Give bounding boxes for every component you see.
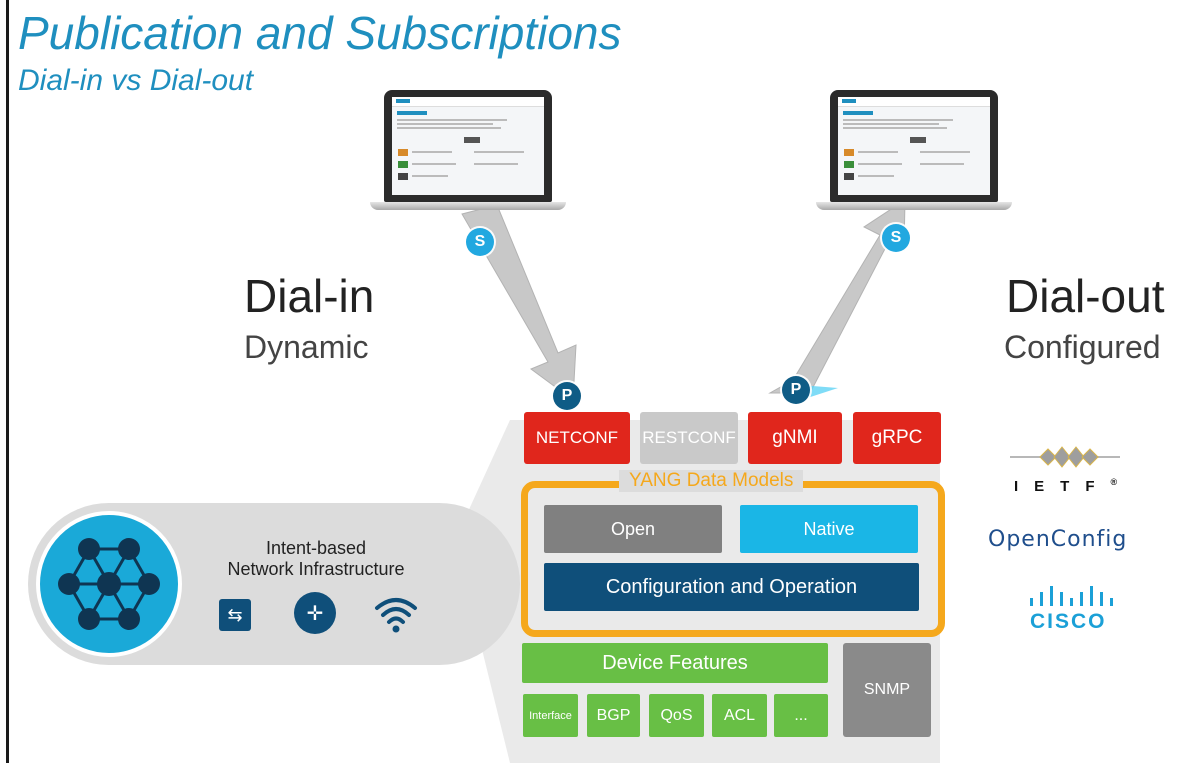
feature-more: ... [774,694,828,737]
infrastructure-line1: Intent-based [265,538,367,558]
protocol-grpc: gRPC [853,412,941,464]
openconfig-logo: OpenConfig [988,527,1128,552]
snmp-box: SNMP [843,643,931,737]
protocol-gnmi: gNMI [748,412,842,464]
ietf-name: IETF [1014,478,1111,495]
dial-in-laptop [370,90,566,220]
left-rule [6,0,9,763]
native-models-box: Native [740,505,918,553]
dial-out-title: Dial-out [1006,270,1165,322]
dial-out-laptop [816,90,1012,220]
network-globe-icon [36,511,182,657]
feature-bgp: BGP [587,694,640,737]
device-features-box: Device Features [522,643,828,683]
slide-subtitle: Dial-in vs Dial-out [18,64,254,97]
infrastructure-label: Intent-based Network Infrastructure [206,538,426,579]
feature-interface: Interface [523,694,578,737]
publisher-badge-dial-out: P [782,376,810,404]
cisco-logo-text: CISCO [1030,610,1107,633]
config-operation-box: Configuration and Operation [544,563,919,611]
protocol-netconf: NETCONF [524,412,630,464]
feature-qos: QoS [649,694,704,737]
wifi-icon [375,598,417,633]
dial-out-subtitle: Configured [1004,329,1161,365]
yang-label: YANG Data Models [619,470,804,492]
dial-in-title: Dial-in [244,270,375,322]
ietf-registered-mark: ® [1110,477,1118,487]
dial-in-subtitle: Dynamic [244,329,369,365]
infrastructure-line2: Network Infrastructure [227,558,405,579]
open-models-box: Open [544,505,722,553]
switch-icon: ⇆ [219,599,251,631]
dial-in-arrow [461,204,577,401]
slide-title: Publication and Subscriptions [18,7,622,59]
protocol-restconf: RESTCONF [640,412,738,464]
ietf-logo-text: IETF® [1014,477,1117,495]
ietf-logo-mark [1010,446,1120,468]
subscriber-badge-dial-in: S [466,228,494,256]
subscriber-badge-dial-out: S [882,224,910,252]
feature-acl: ACL [712,694,767,737]
publisher-badge-dial-in: P [553,382,581,410]
router-icon: ✛ [294,592,336,634]
cisco-logo-bars [1030,586,1113,606]
